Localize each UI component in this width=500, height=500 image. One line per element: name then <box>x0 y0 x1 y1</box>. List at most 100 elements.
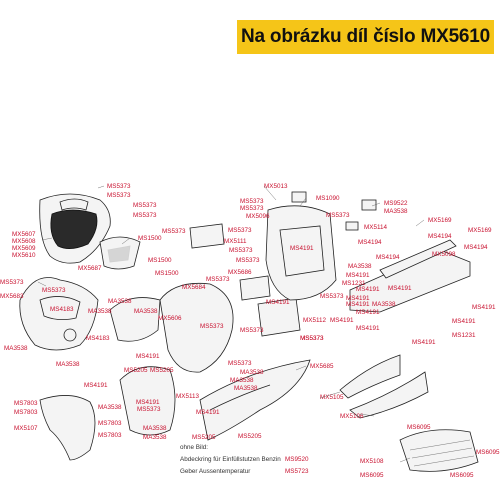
part-label: MS4191 <box>346 272 370 279</box>
part-label: MS5373 <box>162 228 186 235</box>
part-label: MX5108 <box>360 458 384 465</box>
windshield-part <box>99 236 141 270</box>
part-label: MS4191 <box>388 285 412 292</box>
part-label: MX5114 <box>364 224 387 231</box>
part-label: MS1090 <box>316 195 340 202</box>
part-label: MS4191 <box>346 295 370 302</box>
part-label: MS1231 <box>342 280 366 287</box>
part-labels: MS5373 MS5373 MS5373 MS5373 MX5607 MX560… <box>0 183 500 479</box>
part-label: MX5685 <box>310 363 334 370</box>
part-label: MA3538 <box>240 369 264 376</box>
part-label: MS5373 <box>0 279 24 286</box>
part-label: MS7803 <box>14 409 38 416</box>
part-label: MA3538 <box>88 308 112 315</box>
floor-rail-part <box>349 239 471 313</box>
part-label: MS9522 <box>384 200 408 207</box>
inner-panel-part <box>109 297 161 342</box>
part-label: MX5098 <box>432 251 456 258</box>
part-label: MS5373 <box>300 335 324 342</box>
part-label: MX5610 <box>12 252 36 259</box>
part-label: MA3538 <box>143 425 167 432</box>
headlight-fairing-part <box>19 277 99 351</box>
part-label: MX5687 <box>78 265 102 272</box>
part-label: MA3538 <box>384 208 408 215</box>
part-label: MS4194 <box>376 254 400 261</box>
part-label: MS6095 <box>476 449 500 456</box>
part-label: MX5683 <box>0 293 24 300</box>
part-label: MS5373 <box>236 257 260 264</box>
part-label: MX5686 <box>228 269 252 276</box>
note-code: MS5723 <box>285 468 309 475</box>
part-label: MS5373 <box>42 287 66 294</box>
part-label: MS5373 <box>228 360 252 367</box>
part-label: MS5373 <box>326 212 350 219</box>
frame-body-part <box>265 205 337 301</box>
part-label: MA3538 <box>134 308 158 315</box>
part-label: MS4191 <box>136 353 160 360</box>
part-label: MS5373 <box>240 327 264 334</box>
part-label: MA3538 <box>234 385 258 392</box>
part-label: MS4191 <box>136 399 160 406</box>
note-row: ohne Bild: <box>180 444 208 451</box>
part-label: MA3538 <box>372 301 396 308</box>
part-label: MX5105 <box>320 394 344 401</box>
part-label: MX5609 <box>12 245 36 252</box>
part-label: MA3538 <box>4 345 28 352</box>
part-label: MS1500 <box>155 270 179 277</box>
part-label: MS5373 <box>240 198 264 205</box>
part-label: MS6095 <box>360 472 384 479</box>
part-label: MS7803 <box>98 432 122 439</box>
part-label: MS4191 <box>84 382 108 389</box>
part-label: MX5106 <box>340 413 364 420</box>
part-label: MX5684 <box>182 284 206 291</box>
part-label: MX5013 <box>264 183 288 190</box>
part-label: MX5113 <box>176 393 199 400</box>
part-label: MS5373 <box>107 192 131 199</box>
part-label: MS4191 <box>356 286 380 293</box>
part-label: MA3538 <box>230 377 254 384</box>
side-panel-parts <box>339 354 429 419</box>
part-label: MS4191 <box>356 325 380 332</box>
part-label: MS5373 <box>206 276 230 283</box>
part-label: MS4191 <box>346 301 370 308</box>
note-row: Abdeckring für Einfüllstutzen Benzin MS9… <box>180 456 500 463</box>
part-label: MS5373 <box>240 205 264 212</box>
part-label: MS4194 <box>358 239 382 246</box>
part-label: MS5205 <box>238 433 262 440</box>
part-label: MX5112 <box>303 317 326 324</box>
note-row: Geber Aussentemperatur MS5723 <box>180 468 500 475</box>
part-label: MS4191 <box>356 309 380 316</box>
part-label: MS5373 <box>300 335 324 342</box>
part-label: MS6095 <box>450 472 474 479</box>
rear-panel-part <box>199 359 311 441</box>
part-label: MS5373 <box>320 293 344 300</box>
front-mudguard-part <box>39 395 96 461</box>
part-label: MS4191 <box>472 304 496 311</box>
part-label: MX5169 <box>428 217 452 224</box>
part-label: MS4191 <box>290 245 314 252</box>
dashboard-part <box>189 223 301 337</box>
part-label: MS4183 <box>86 335 110 342</box>
part-label: MX5096 <box>246 213 270 220</box>
part-label: MS5205 <box>192 434 216 441</box>
part-label: MS4194 <box>428 233 452 240</box>
part-number-banner: Na obrázku díl číslo MX5610 <box>237 20 494 54</box>
part-label: MA3538 <box>143 434 167 441</box>
inner-fender-part <box>119 366 176 436</box>
part-label: MS5373 <box>229 247 253 254</box>
part-label: MS4191 <box>330 317 354 324</box>
note-text: Abdeckring für Einfüllstutzen Benzin <box>180 456 281 463</box>
part-label: MS6095 <box>407 424 431 431</box>
top-small-parts <box>291 191 377 231</box>
part-label: MA3538 <box>56 361 80 368</box>
part-label: MS4191 <box>196 409 220 416</box>
part-label: MX5608 <box>12 238 36 245</box>
part-label: MS5373 <box>133 212 157 219</box>
part-label: MX5169 <box>468 227 492 234</box>
part-label: MS4191 <box>412 339 436 346</box>
part-label: MS4191 <box>452 318 476 325</box>
part-label: MX5107 <box>14 425 38 432</box>
floorboard-part <box>399 429 479 472</box>
part-label: MS5373 <box>137 406 161 413</box>
